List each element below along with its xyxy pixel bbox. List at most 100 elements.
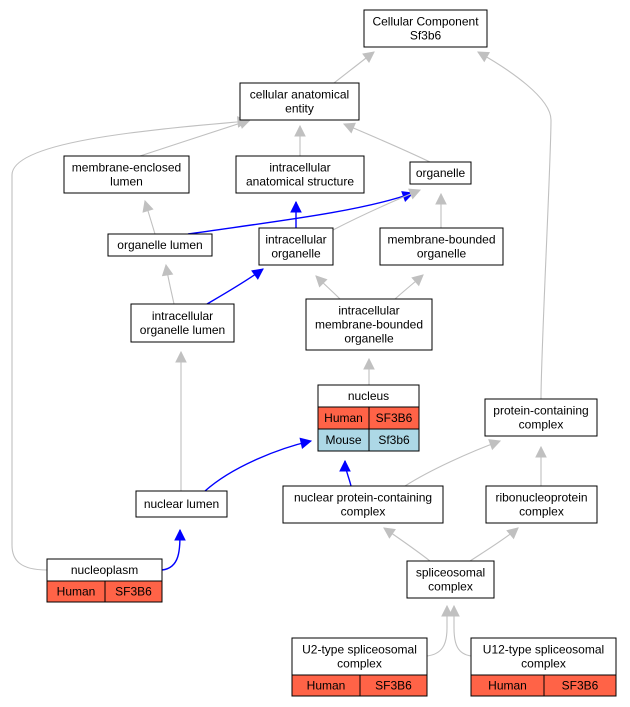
edge-line — [453, 606, 472, 657]
node-label-line: intracellular — [265, 233, 326, 247]
arrowhead — [488, 439, 502, 451]
arrowhead — [362, 51, 375, 63]
node-label-line: organelle lumen — [117, 238, 202, 252]
node-label-line: nuclear lumen — [144, 497, 219, 511]
node-label-line: Sf3b6 — [410, 29, 442, 43]
gene-symbol-label: SF3B6 — [375, 679, 412, 693]
edge-organelle-to-cellular_anatomical_entity — [342, 122, 431, 163]
edge-membrane_enclosed_lumen-to-cellular_anatomical_entity — [139, 117, 252, 157]
node-label-line: nuclear protein-containing — [294, 491, 432, 505]
node-nuclear-lumen[interactable]: nuclear lumen — [135, 490, 228, 518]
arrowhead — [535, 445, 547, 458]
arrowhead — [175, 350, 187, 363]
arrowhead — [408, 188, 422, 200]
edge-line — [204, 440, 312, 492]
node-label-line: intracellular — [152, 309, 213, 323]
species-label: Human — [488, 679, 527, 693]
node-label-line: organelle — [416, 166, 466, 180]
edge-line — [404, 440, 501, 487]
arrowhead — [448, 604, 460, 617]
edge-u2_spliceosomal_complex-to-spliceosomal_complex — [426, 604, 453, 657]
gene-symbol-label: SF3B6 — [376, 411, 413, 425]
edge-intracellular_organelle_lumen-to-organelle_lumen — [161, 263, 175, 305]
node-label-line: cellular anatomical — [250, 88, 349, 102]
edge-layer — [11, 51, 552, 657]
node-box — [107, 233, 213, 257]
node-label-line: anatomical structure — [246, 175, 354, 189]
edge-intracellular_anatomical_structure-to-cellular_anatomical_entity — [294, 124, 306, 156]
node-label-line: nucleoplasm — [71, 563, 138, 577]
node-label-line: complex — [519, 505, 564, 519]
edge-line — [187, 192, 414, 235]
node-label-line: organelle — [344, 332, 394, 346]
gene-cell — [543, 674, 617, 697]
node-label-line: ribonucleoprotein — [495, 491, 587, 505]
node-label-line: U12-type spliceosomal — [483, 643, 604, 657]
node-label-line: protein-containing — [493, 404, 588, 418]
node-label-line: organelle lumen — [140, 323, 225, 337]
gene-symbol-label: Sf3b6 — [378, 433, 410, 447]
edge-line — [426, 606, 448, 657]
node-box — [484, 398, 598, 437]
node-organelle[interactable]: organelle — [409, 161, 472, 185]
edge-intracellular_organelle-to-intracellular_anatomical_structure — [290, 200, 302, 228]
arrowhead — [435, 192, 447, 205]
edge-intracellular_organelle-to-organelle — [332, 188, 422, 231]
node-box — [258, 227, 334, 266]
arrowhead — [339, 459, 351, 472]
edge-spliceosomal_complex-to-nuclear_protein_containing_complex — [383, 527, 431, 562]
node-label-line: lumen — [110, 175, 143, 189]
node-organelle-lumen[interactable]: organelle lumen — [107, 233, 213, 257]
arrowhead — [290, 200, 302, 213]
arrowhead — [161, 263, 174, 277]
edge-line — [11, 120, 249, 571]
node-box — [235, 155, 365, 194]
node-box — [363, 9, 488, 48]
node-label-line: membrane-enclosed — [72, 161, 181, 175]
node-label-line: intracellular — [269, 161, 330, 175]
edge-nuclear_protein_containing_complex-to-protein_containing_complex — [404, 439, 502, 487]
node-label-line: nucleus — [348, 389, 389, 403]
arrowhead — [411, 274, 424, 287]
arrowhead — [251, 268, 264, 280]
node-label-line: intracellular — [338, 304, 399, 318]
edge-intracellular_membrane_bounded_organelle-to-intracellular_organelle — [315, 275, 341, 300]
arrowhead — [506, 527, 519, 540]
species-label: Human — [57, 585, 96, 599]
node-box — [239, 82, 360, 121]
node-label-line: entity — [285, 102, 314, 116]
arrowhead — [142, 199, 154, 213]
node-label-line: complex — [428, 580, 473, 594]
node-box — [406, 560, 495, 599]
gene-cell — [359, 674, 428, 697]
species-label: Mouse — [325, 433, 361, 447]
edge-protein_containing_complex-to-cellular_component — [477, 51, 552, 400]
node-box — [130, 303, 235, 343]
arrowhead — [441, 604, 453, 617]
node-box — [63, 155, 190, 194]
node-box — [305, 298, 433, 351]
node-label-line: membrane-bounded — [315, 318, 423, 332]
node-label-line: membrane-bounded — [387, 233, 495, 247]
edge-u12_spliceosomal_complex-to-spliceosomal_complex — [448, 604, 472, 657]
gene-cell — [368, 428, 420, 452]
edge-nuclear_protein_containing_complex-to-nucleus — [339, 459, 352, 487]
node-label-line: complex — [337, 657, 382, 671]
edge-nuclear_lumen-to-intracellular_organelle_lumen — [175, 350, 187, 491]
